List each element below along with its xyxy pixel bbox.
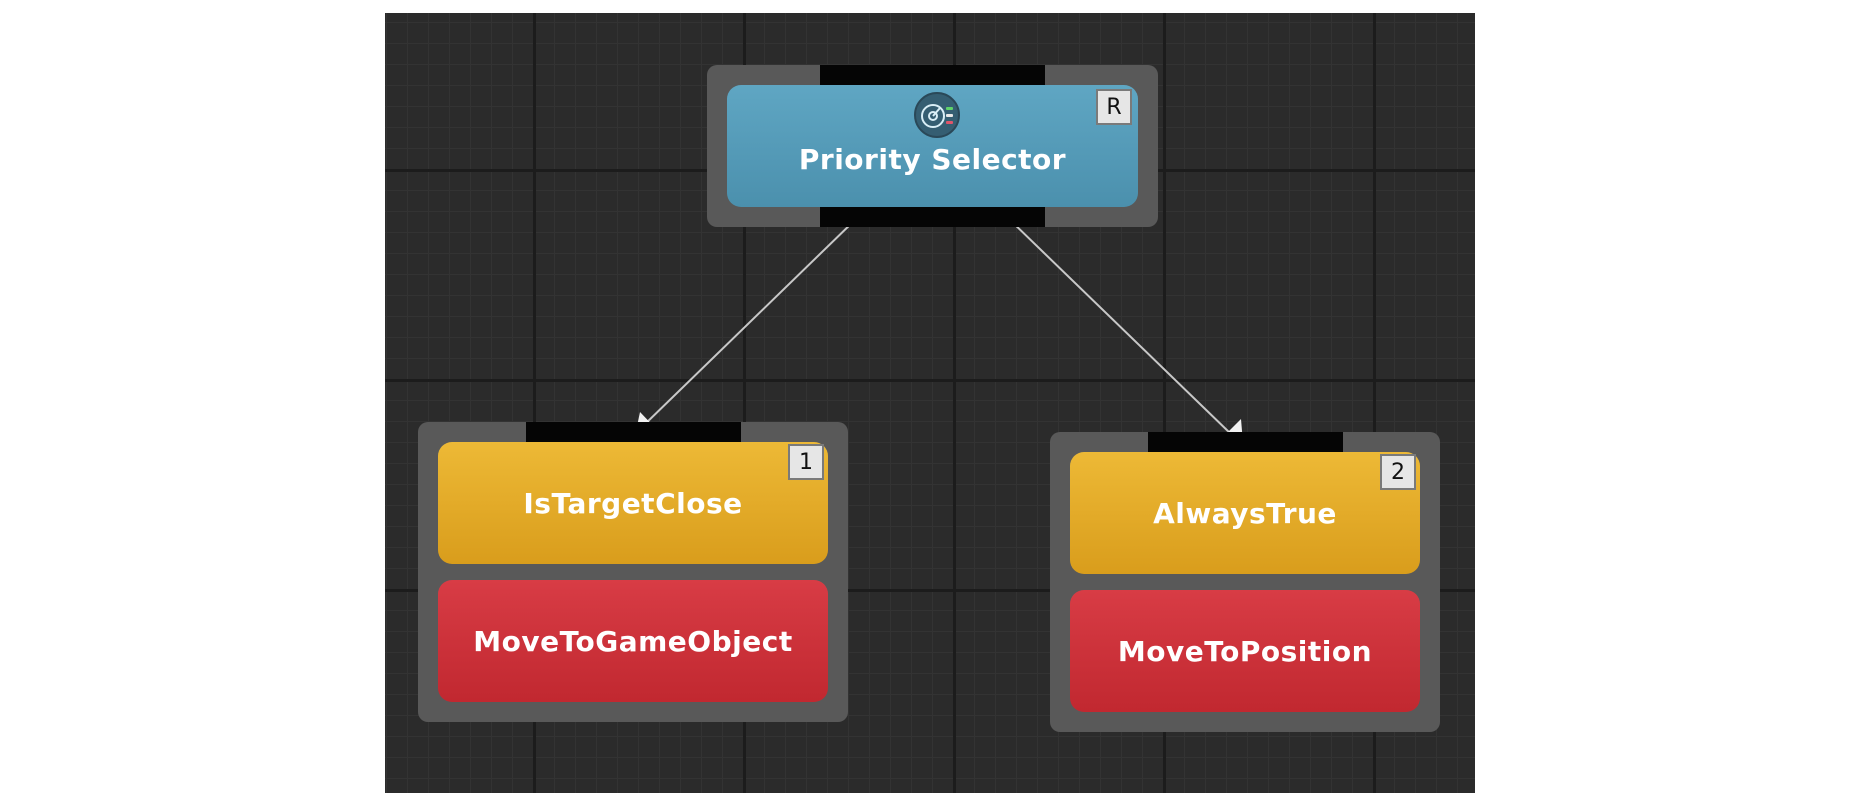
- priority-selector-icon: [914, 92, 960, 138]
- priority-selector-task[interactable]: Priority Selector: [727, 85, 1138, 207]
- priority-selector-label: Priority Selector: [798, 142, 1067, 176]
- input-port[interactable]: [526, 422, 741, 442]
- branch-node-2[interactable]: AlwaysTrue 2 MoveToPosition: [1050, 432, 1440, 732]
- input-port[interactable]: [820, 65, 1045, 85]
- action-task-1[interactable]: MoveToGameObject: [438, 580, 828, 702]
- output-port[interactable]: [820, 207, 1045, 227]
- action-task-2[interactable]: MoveToPosition: [1070, 590, 1420, 712]
- conditional-task-2[interactable]: AlwaysTrue: [1070, 452, 1420, 574]
- action-label-1: MoveToGameObject: [473, 624, 793, 658]
- priority-selector-node[interactable]: Priority Selector R: [707, 65, 1158, 227]
- connection-root-to-branch-2: [1008, 218, 1233, 436]
- connection-root-to-branch-1: [641, 218, 857, 428]
- graph-canvas[interactable]: Priority Selector R IsTargetClose 1 Move…: [385, 13, 1475, 793]
- conditional-label-1: IsTargetClose: [523, 486, 743, 520]
- branch-node-1[interactable]: IsTargetClose 1 MoveToGameObject: [418, 422, 848, 722]
- order-badge-1: 1: [788, 444, 824, 480]
- conditional-task-1[interactable]: IsTargetClose: [438, 442, 828, 564]
- root-badge: R: [1096, 89, 1132, 125]
- action-label-2: MoveToPosition: [1117, 634, 1373, 668]
- conditional-label-2: AlwaysTrue: [1153, 496, 1337, 530]
- order-badge-2: 2: [1380, 454, 1416, 490]
- input-port[interactable]: [1148, 432, 1343, 452]
